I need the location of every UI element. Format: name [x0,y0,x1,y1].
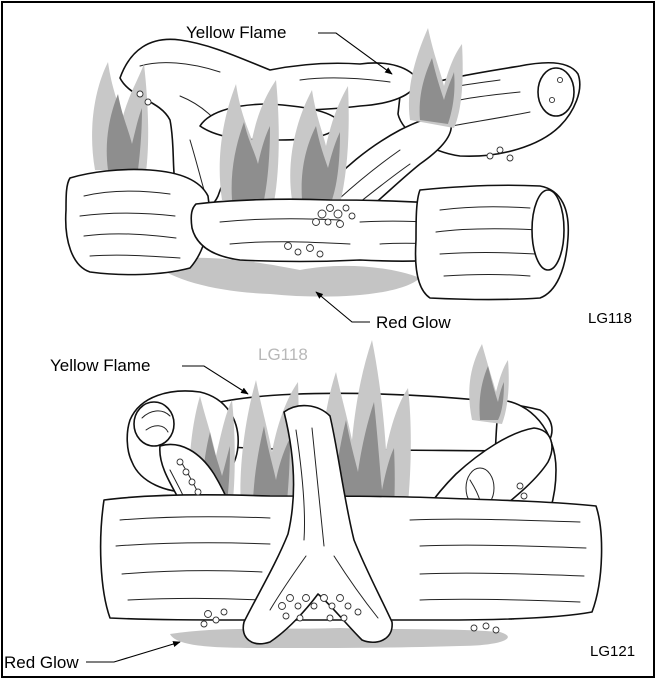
bottom-log-end-left [134,402,174,446]
top-red-glow-label: Red Glow [376,313,451,332]
ghost-model-code: LG118 [258,345,308,364]
bottom-yellow-flame-label: Yellow Flame [50,356,150,375]
bottom-yellow-flame-leader [182,366,248,394]
bottom-log-set [101,340,602,648]
bottom-model-code: LG121 [590,643,635,660]
top-log-end-right [532,190,564,270]
top-log-end [538,68,574,116]
top-log-set [66,28,580,300]
bottom-red-glow-leader [86,642,180,662]
top-front-left-log [66,169,210,274]
top-yellow-flame-label: Yellow Flame [186,23,286,42]
bottom-red-glow-area [170,628,508,648]
top-model-code: LG118 [588,310,632,327]
bottom-red-glow-label: Red Glow [4,653,79,672]
